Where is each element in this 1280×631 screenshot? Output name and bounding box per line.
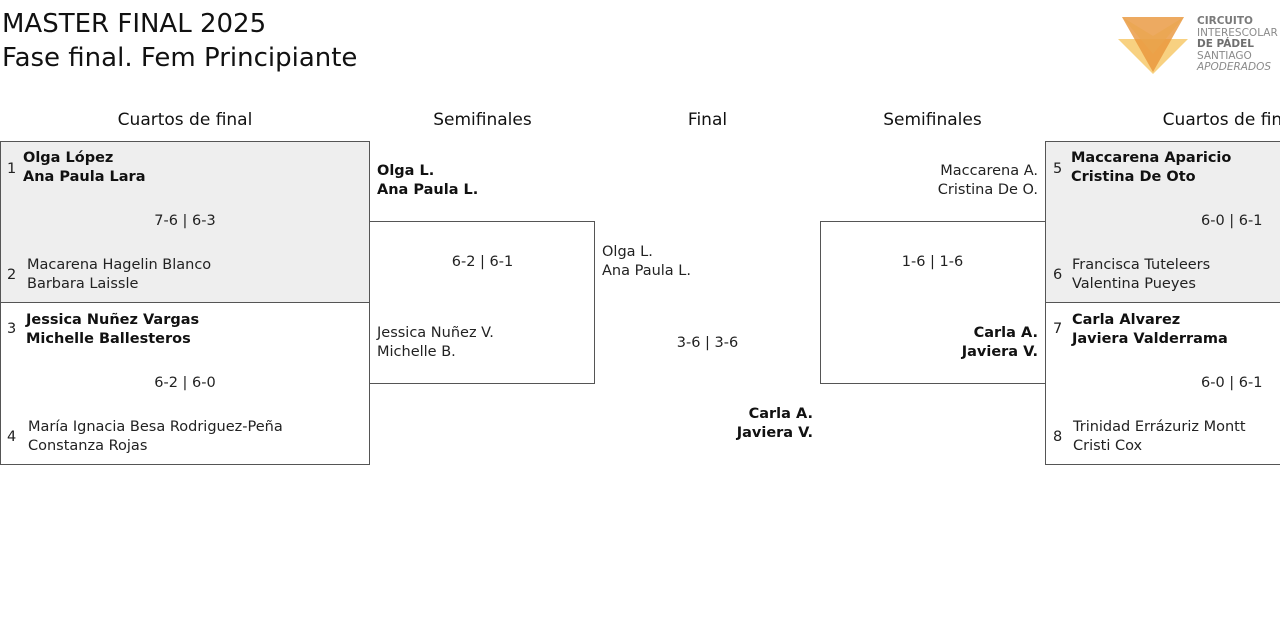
column-header-sf-left: Semifinales bbox=[433, 110, 532, 130]
player-name: Olga López bbox=[23, 150, 114, 166]
team-qf3-bottom: Francisca Tuteleers Valentina Pueyes bbox=[1072, 256, 1210, 294]
player-name: Carla A. bbox=[748, 406, 813, 422]
player-name: Cristi Cox bbox=[1073, 438, 1143, 454]
player-name: María Ignacia Besa Rodriguez-Peña bbox=[28, 419, 283, 435]
team-sf-right-bottom: Carla A. Javiera V. bbox=[826, 324, 1038, 362]
player-name: Javiera V. bbox=[961, 344, 1038, 360]
player-name: Carla A. bbox=[973, 325, 1038, 341]
match-score: 3-6 | 3-6 bbox=[676, 335, 739, 351]
player-name: Olga L. bbox=[602, 244, 653, 260]
seed-number: 3 bbox=[7, 321, 17, 337]
logo-line-1: CIRCUITO bbox=[1197, 15, 1253, 27]
player-name: Cristina De Oto bbox=[1071, 169, 1196, 185]
match-box-sf-left bbox=[369, 221, 595, 384]
match-score: 6-0 | 6-1 bbox=[1201, 375, 1263, 391]
player-name: Carla Alvarez bbox=[1072, 312, 1181, 328]
player-name: Ana Paula L. bbox=[602, 263, 691, 279]
seed-number: 1 bbox=[7, 161, 17, 177]
seed-number: 5 bbox=[1053, 161, 1063, 177]
logo-line-5: APODERADOS bbox=[1197, 61, 1271, 73]
team-sf-left-top: Olga L. Ana Paula L. bbox=[377, 162, 478, 200]
seed-number: 6 bbox=[1053, 267, 1063, 283]
team-qf1-top: Olga López Ana Paula Lara bbox=[23, 149, 146, 187]
player-name: Maccarena A. bbox=[940, 163, 1038, 179]
logo-line-3: DE PÁDEL bbox=[1197, 38, 1254, 50]
team-qf2-top: Jessica Nuñez Vargas Michelle Ballestero… bbox=[26, 311, 199, 349]
seed-number: 7 bbox=[1053, 321, 1063, 337]
team-sf-right-top: Maccarena A. Cristina De O. bbox=[826, 162, 1038, 200]
page-title: MASTER FINAL 2025 bbox=[2, 9, 267, 39]
player-name: Jessica Nuñez Vargas bbox=[26, 312, 200, 328]
match-box-qf-4 bbox=[1045, 302, 1280, 465]
logo-line-4: SANTIAGO bbox=[1197, 49, 1252, 62]
player-name: Michelle Ballesteros bbox=[26, 331, 191, 347]
player-name: Trinidad Errázuriz Montt bbox=[1073, 419, 1246, 435]
player-name: Maccarena Aparicio bbox=[1071, 150, 1232, 166]
player-name: Michelle B. bbox=[377, 344, 456, 360]
team-qf1-bottom: Macarena Hagelin Blanco Barbara Laissle bbox=[27, 256, 211, 294]
team-qf4-bottom: Trinidad Errázuriz Montt Cristi Cox bbox=[1073, 418, 1246, 456]
player-name: Cristina De O. bbox=[937, 182, 1038, 198]
column-header-qf-left: Cuartos de final bbox=[117, 110, 253, 130]
column-header-qf-right: Cuartos de final bbox=[1162, 110, 1280, 130]
seed-number: 4 bbox=[7, 429, 17, 445]
player-name: Macarena Hagelin Blanco bbox=[27, 257, 212, 273]
player-name: Barbara Laissle bbox=[27, 276, 139, 292]
team-sf-left-bottom: Jessica Nuñez V. Michelle B. bbox=[377, 324, 494, 362]
team-qf4-top: Carla Alvarez Javiera Valderrama bbox=[1072, 311, 1228, 349]
match-box-qf-3 bbox=[1045, 141, 1280, 303]
team-qf3-top: Maccarena Aparicio Cristina De Oto bbox=[1071, 149, 1231, 187]
team-final-top: Olga L. Ana Paula L. bbox=[602, 243, 691, 281]
match-score: 7-6 | 6-3 bbox=[154, 213, 216, 229]
player-name: Ana Paula L. bbox=[377, 182, 479, 198]
team-qf2-bottom: María Ignacia Besa Rodriguez-Peña Consta… bbox=[28, 418, 283, 456]
player-name: Francisca Tuteleers bbox=[1072, 257, 1211, 273]
player-name: Olga L. bbox=[377, 163, 435, 179]
player-name: Constanza Rojas bbox=[28, 438, 148, 454]
match-score: 6-2 | 6-0 bbox=[154, 375, 216, 391]
match-score: 6-2 | 6-1 bbox=[451, 254, 514, 270]
match-box-qf-1 bbox=[0, 141, 370, 303]
player-name: Javiera Valderrama bbox=[1072, 331, 1228, 347]
logo-line-2: INTERESCOLAR bbox=[1197, 26, 1278, 39]
match-score: 1-6 | 1-6 bbox=[901, 254, 964, 270]
team-final-bottom: Carla A. Javiera V. bbox=[600, 405, 813, 443]
column-header-final: Final bbox=[687, 110, 728, 130]
player-name: Javiera V. bbox=[736, 425, 813, 441]
logo: CIRCUITO INTERESCOLAR DE PÁDEL SANTIAGO … bbox=[1118, 14, 1280, 76]
match-score: 6-0 | 6-1 bbox=[1201, 213, 1263, 229]
seed-number: 2 bbox=[7, 267, 17, 283]
page-subtitle: Fase final. Fem Principiante bbox=[2, 43, 358, 73]
player-name: Ana Paula Lara bbox=[23, 169, 146, 185]
seed-number: 8 bbox=[1053, 429, 1063, 445]
column-header-sf-right: Semifinales bbox=[883, 110, 982, 130]
player-name: Jessica Nuñez V. bbox=[377, 325, 494, 341]
player-name: Valentina Pueyes bbox=[1072, 276, 1196, 292]
fox-triangle-icon bbox=[1118, 17, 1188, 74]
